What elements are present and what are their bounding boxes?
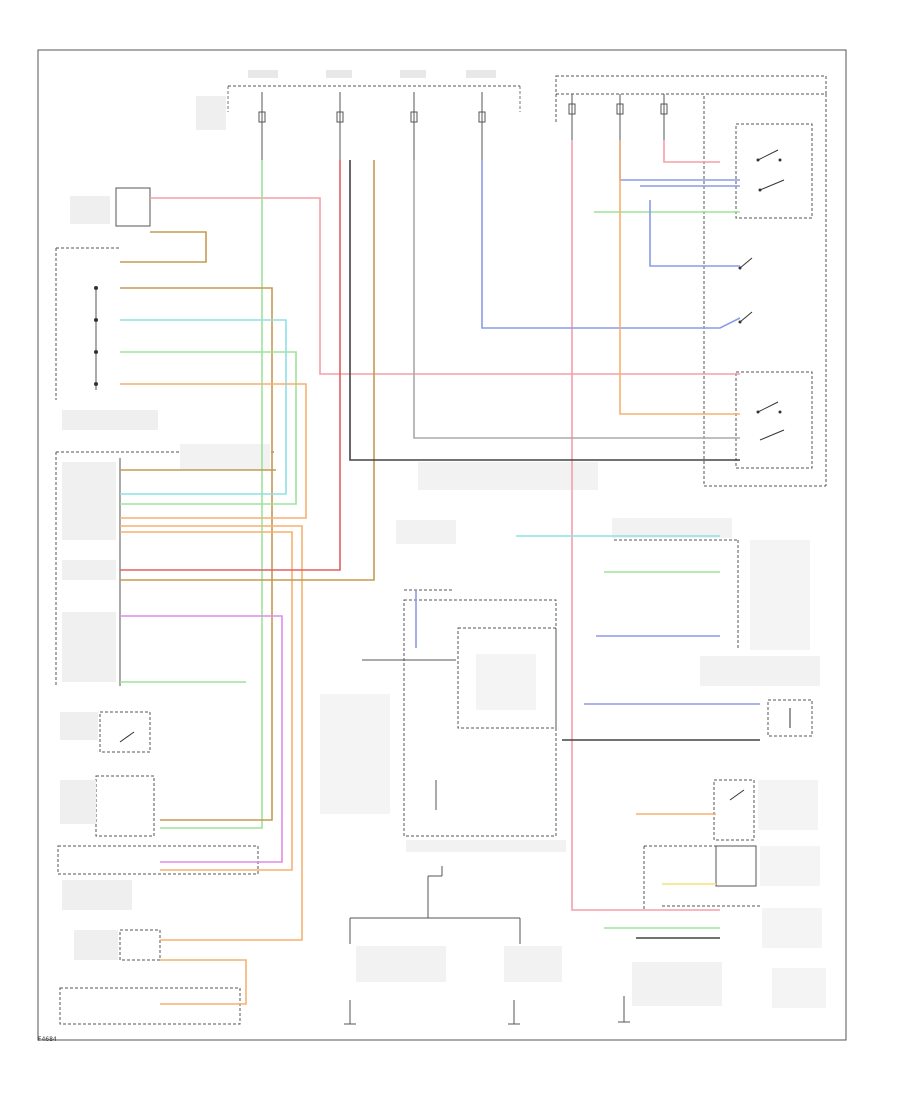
ac-pressure-transducer [320,462,598,852]
wire-green-6 [120,351,297,505]
wire-red-11 [120,160,341,571]
fuse-2-icon [336,92,344,160]
wire-brown-3 [120,231,207,263]
wire-red_lt-1 [571,140,720,911]
blower-switch [55,247,158,430]
figure-id: F4684 [38,1036,57,1043]
wire-orange-7 [120,383,307,519]
wire-red_lt-33 [663,140,720,163]
ground-distribution [344,866,630,1025]
relay-center [555,75,827,487]
wire-blue-15 [481,160,741,329]
ambient-sensor [60,775,155,837]
wire-harness [120,140,760,1005]
relay-1-icon [735,123,813,219]
pcm-connector [612,518,820,686]
wire-orange-34 [160,959,247,1005]
diagram-border [37,49,847,1041]
ground-2-icon [508,1000,520,1025]
relay-2-icon [735,371,813,469]
fuse-7-icon [660,94,668,140]
low-pressure-switch-icon [738,311,753,324]
body-control-module [57,845,259,910]
fuse-3-icon [410,92,418,160]
pressure-switch-icon [738,257,753,270]
instrument-cluster [59,929,241,1025]
wire-orange-20 [619,140,740,415]
fuse-4-icon [478,92,486,160]
wire-brown-4 [120,287,273,821]
wire-gray-21 [413,160,740,439]
wire-green-2 [160,160,263,829]
wire-orange-8 [120,525,303,941]
ac-mode-switch [60,711,151,753]
refrigerant-pressure-sensor [643,845,820,910]
wire-brown-12 [120,160,375,581]
fuse-6-icon [616,94,624,140]
hvac-control-module [55,444,276,686]
ambient-air-temp-module [632,905,826,1008]
blower-motor-resistor [70,187,166,233]
wire-cyan-5 [120,319,287,495]
ac-high-pressure-switch [713,779,818,841]
fuse-5-icon [568,94,576,140]
ground-1-icon [344,1000,356,1025]
ac-compressor-clutch [767,699,813,737]
wire-red_lt-0 [150,197,740,375]
ground-3-icon [618,996,630,1023]
fuse-1-icon [258,92,266,160]
wire-pink-13 [120,615,283,863]
wire-black-22 [349,160,740,461]
underhood-fuse-block [196,70,521,160]
wire-blue-19 [649,200,740,267]
wire-orange-9 [120,531,293,871]
wire-blue-16 [619,140,740,181]
